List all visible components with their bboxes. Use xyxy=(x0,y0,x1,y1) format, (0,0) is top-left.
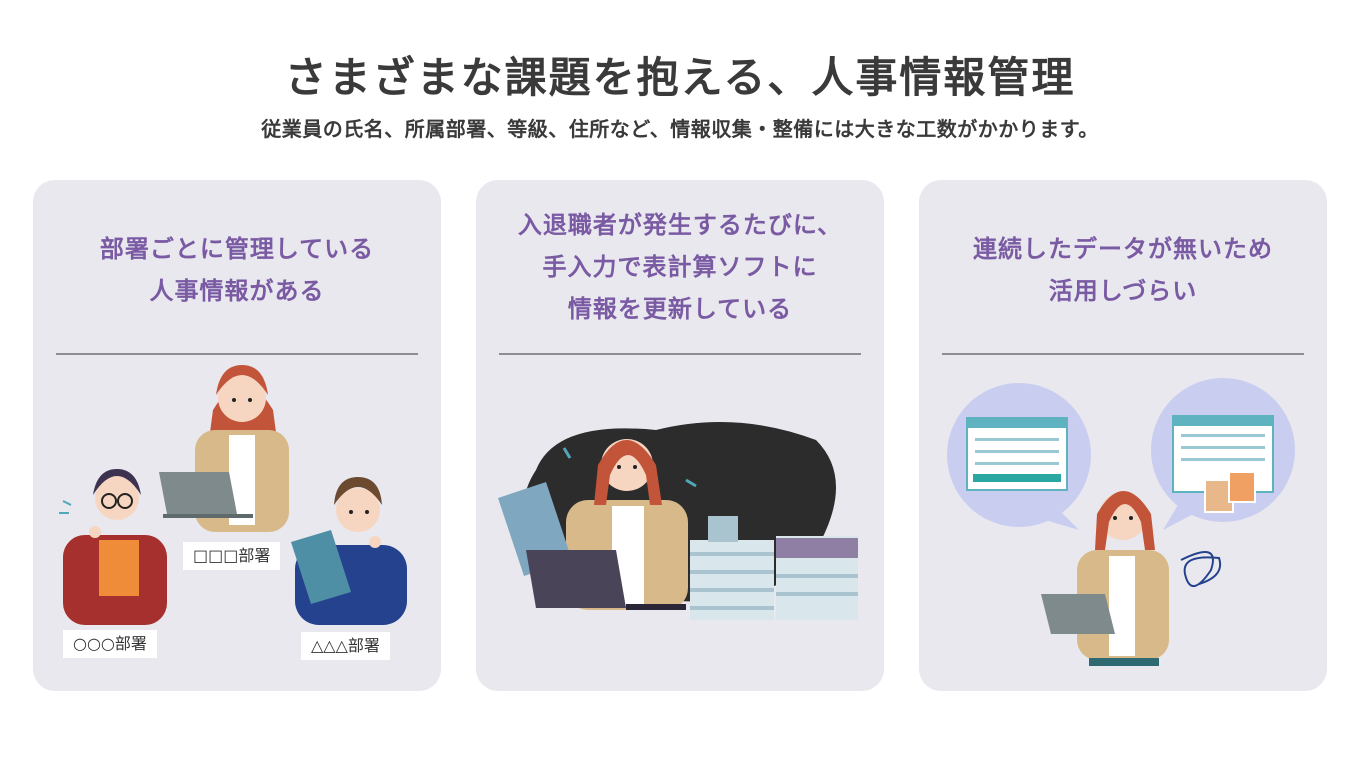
divider xyxy=(499,353,861,355)
divider xyxy=(56,353,418,355)
illustration-overwhelmed-worker xyxy=(498,422,858,620)
woman-at-desk-illustration xyxy=(566,439,688,610)
card-heading-line: 人事情報がある xyxy=(149,277,325,305)
card-heading-line: 手入力で表計算ソフトに xyxy=(542,253,818,281)
card-manual-spreadsheet-updates: 入退職者が発生するたびに、 手入力で表計算ソフトに 情報を更新している xyxy=(476,180,884,691)
card-department-management: 部署ごとに管理している 人事情報がある xyxy=(33,180,441,691)
woman-with-clipboard-illustration xyxy=(59,469,167,625)
paper-stacks-illustration xyxy=(690,516,858,620)
page-title: さまざまな課題を抱える、人事情報管理 xyxy=(284,53,1076,102)
card-heading-line: 入退職者が発生するたびに、 xyxy=(517,211,843,239)
card-heading: 部署ごとに管理している 人事情報がある xyxy=(33,228,441,312)
department-label: □□□部署 xyxy=(183,542,281,570)
card-heading-line: 活用しづらい xyxy=(1048,277,1198,305)
card-heading-line: 部署ごとに管理している xyxy=(99,235,375,263)
department-label: ○○○部署 xyxy=(63,630,157,658)
card-heading: 連続したデータが無いため 活用しづらい xyxy=(919,228,1327,312)
card-heading-line: 情報を更新している xyxy=(567,295,793,323)
spreadsheet-bubble-left xyxy=(947,383,1091,530)
woman-with-laptop-illustration xyxy=(159,365,289,532)
woman-with-laptop-illustration xyxy=(1041,491,1169,666)
spreadsheet-bubble-right xyxy=(1151,378,1295,530)
card-heading: 入退職者が発生するたびに、 手入力で表計算ソフトに 情報を更新している xyxy=(476,204,884,330)
page-subtitle: 従業員の氏名、所属部署、等級、住所など、情報収集・整備には大きな工数がかかります… xyxy=(261,117,1099,141)
illustration-confused-worker xyxy=(947,378,1295,666)
card-heading-line: 連続したデータが無いため xyxy=(973,235,1273,263)
illustration-three-departments xyxy=(59,365,407,625)
man-with-folder-illustration xyxy=(291,477,407,625)
department-label: △△△部署 xyxy=(301,632,390,660)
card-disconnected-data: 連続したデータが無いため 活用しづらい xyxy=(919,180,1327,691)
divider xyxy=(942,353,1304,355)
